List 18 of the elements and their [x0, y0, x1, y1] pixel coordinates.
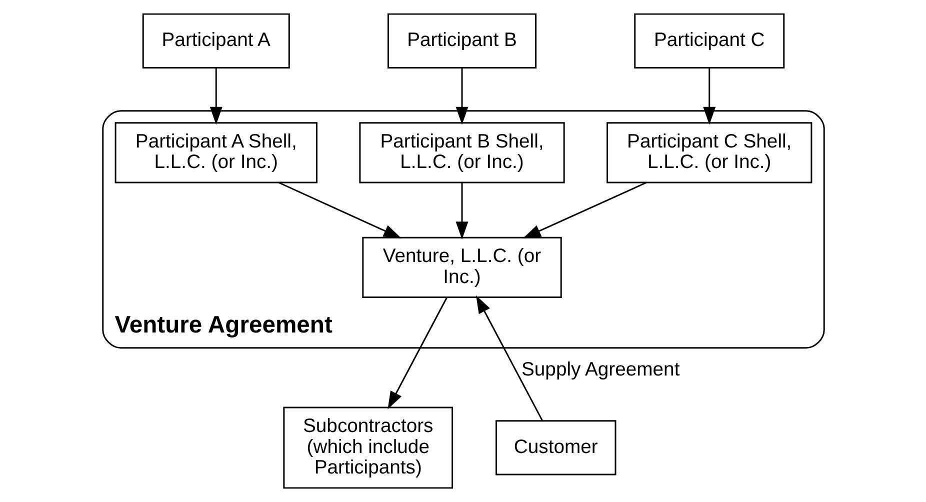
edge-label: Supply Agreement	[520, 358, 680, 380]
node-box: Participant B Shell, L.L.C. (or Inc.)	[358, 122, 564, 184]
arrow	[455, 182, 468, 240]
arrow	[455, 68, 468, 125]
node-box: Participant C Shell, L.L.C. (or Inc.)	[606, 122, 812, 184]
arrow	[522, 182, 646, 238]
arrow	[387, 297, 448, 410]
arrow	[702, 68, 716, 125]
node-box: Venture, L.L.C. (or Inc.)	[362, 236, 562, 298]
node-box: Participant C	[634, 13, 784, 68]
node-box: Participant A Shell, L.L.C. (or Inc.)	[114, 122, 317, 184]
arrow	[476, 295, 543, 422]
node-box: Subcontractors (which include Participants)	[282, 406, 453, 489]
node-box: Customer	[495, 420, 616, 476]
node-box: Participant A	[142, 13, 290, 68]
arrow	[209, 68, 222, 125]
arrow	[278, 182, 401, 238]
node-box: Participant B	[387, 13, 536, 68]
